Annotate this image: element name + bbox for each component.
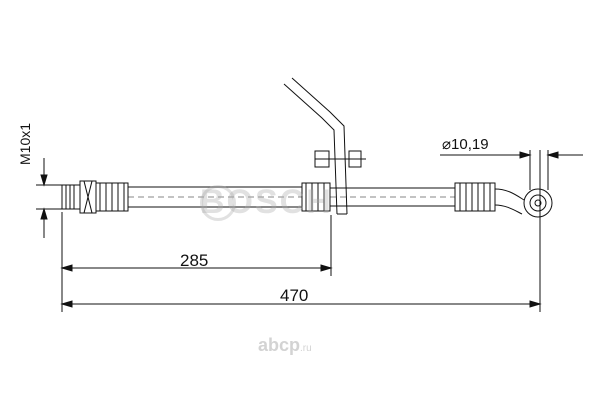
right-crimp-sleeve [454,182,496,212]
banjo-eye-fitting [494,188,553,218]
watermark-logo-icon [200,185,236,221]
dimension-285 [60,212,333,312]
dimension-eye-diameter [440,150,583,190]
mounting-bracket [283,77,366,215]
middle-crimp-sleeve [301,182,331,212]
dimension-470 [60,150,542,312]
dimension-thread [36,158,62,238]
dimension-470-label: 470 [280,286,309,305]
thread-size-label: M10x1 [17,122,33,165]
watermark-brand: BOSCH [200,183,333,221]
site-watermark: abcp.ru [258,335,312,356]
site-tld: .ru [300,343,312,354]
left-threaded-fitting [61,180,129,214]
dimension-285-label: 285 [180,251,209,270]
hose-tube [128,186,455,208]
eye-diameter-label: ⌀10,19 [442,136,489,153]
site-name: abcp [258,335,301,355]
